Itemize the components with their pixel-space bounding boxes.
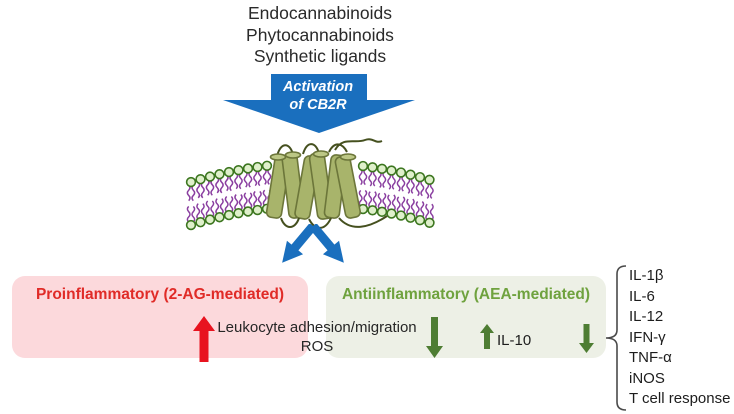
- antiinflammatory-title: Antiinflammatory (AEA-mediated): [341, 286, 591, 303]
- cytokine-inos: iNOS: [629, 369, 665, 387]
- cytokine-il1b: IL-1β: [629, 267, 664, 284]
- proinflammatory-title: Proinflammatory (2-AG-mediated): [35, 286, 285, 303]
- cb2-receptor-icon: [265, 138, 388, 229]
- receptor-top-loops: [276, 138, 383, 157]
- green-up-arrow-icon: [480, 324, 494, 349]
- shared-effects-text: Leukocyte adhesion/migration ROS: [197, 318, 437, 356]
- ligand-line-phytocannabinoids: Phytocannabinoids: [246, 24, 394, 45]
- red-up-arrow-icon: [193, 316, 215, 362]
- activation-arrow-label-line1: Activation: [282, 79, 354, 95]
- cytokine-bracket: [605, 265, 627, 411]
- helix-caps: [269, 150, 357, 161]
- cytokine-il12: IL-12: [629, 308, 664, 325]
- activation-down-arrow-icon: [223, 74, 415, 133]
- cytokine-tnfa: TNF-α: [629, 349, 672, 366]
- ros-label: ROS: [300, 338, 334, 355]
- leukocyte-adhesion-label: Leukocyte adhesion/migration: [217, 319, 417, 336]
- il10-label: IL-10: [497, 332, 532, 349]
- cytokine-il6: IL-6: [629, 287, 655, 305]
- antiinflammatory-box: [326, 276, 606, 358]
- lipid-bilayer: [185, 160, 435, 231]
- activation-arrow-label-line2: of CB2R: [289, 97, 347, 113]
- ligand-list: Endocannabinoids Phytocannabinoids Synth…: [0, 3, 640, 68]
- green-down-arrow-icon: [426, 317, 443, 358]
- cytokine-list: IL-1β IL-6 IL-12 IFN-γ TNF-α iNOS T cell…: [629, 266, 730, 410]
- green-down-arrow-cytokines-icon: [579, 324, 594, 353]
- ligand-line-synthetic: Synthetic ligands: [253, 46, 387, 66]
- cytokine-tcell: T cell response: [629, 390, 731, 407]
- cytokine-ifng: IFN-γ: [629, 328, 666, 346]
- ligand-line-endocannabinoids: Endocannabinoids: [247, 3, 392, 23]
- cell-membrane-illustration: [185, 138, 435, 231]
- proinflammatory-box: [12, 276, 308, 358]
- bifurcation-arrows-icon: [274, 224, 352, 270]
